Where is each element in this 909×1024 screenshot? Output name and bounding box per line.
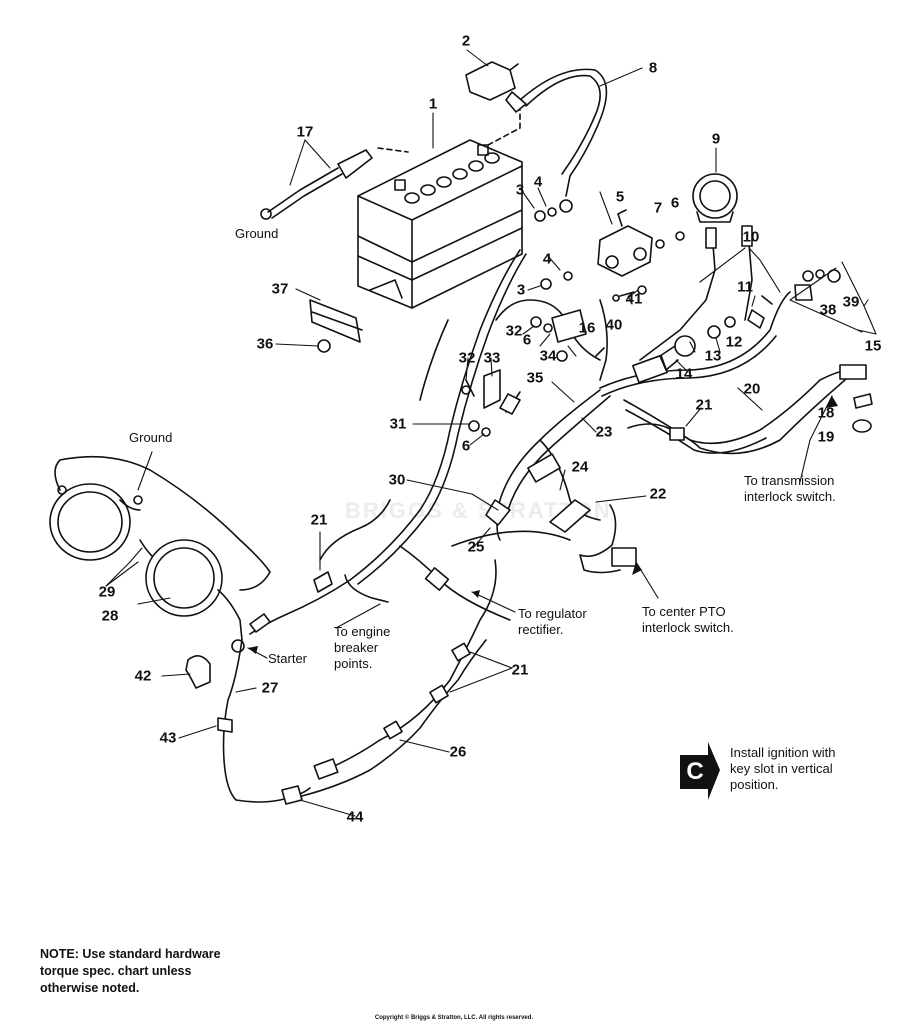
part-number-7: 7 bbox=[653, 199, 663, 217]
label-to-center-pto: To center PTO interlock switch. bbox=[642, 604, 734, 635]
part-number-43: 43 bbox=[159, 729, 177, 747]
pointer-arrowheads bbox=[248, 396, 838, 654]
hardware bbox=[309, 207, 873, 437]
main-wire-harness bbox=[249, 249, 851, 771]
part-number-17: 17 bbox=[296, 123, 314, 141]
part-number-8: 8 bbox=[648, 59, 658, 77]
part-number-42: 42 bbox=[134, 667, 152, 685]
part-number-4-b: 4 bbox=[542, 250, 552, 268]
part-number-11: 11 bbox=[737, 278, 753, 296]
part-number-39: 39 bbox=[842, 293, 860, 311]
part-number-6-c: 6 bbox=[461, 437, 471, 455]
part-number-13: 13 bbox=[704, 347, 722, 365]
copyright: Copyright © Briggs & Stratton, LLC. All … bbox=[374, 1015, 534, 1021]
callout-c-text: Install ignition with key slot in vertic… bbox=[730, 745, 836, 792]
leader-lines bbox=[105, 49, 877, 817]
part-number-20: 20 bbox=[743, 380, 761, 398]
part-number-4: 4 bbox=[533, 173, 543, 191]
part-number-3: 3 bbox=[515, 181, 525, 199]
ground-cable bbox=[260, 149, 373, 220]
part-number-14: 14 bbox=[675, 365, 693, 383]
part-number-16: 16 bbox=[578, 319, 596, 337]
label-to-regulator: To regulator rectifier. bbox=[518, 606, 587, 637]
starter-solenoid bbox=[597, 209, 653, 277]
headlights bbox=[49, 455, 271, 641]
ignition-switch bbox=[659, 295, 773, 371]
part-number-6: 6 bbox=[670, 194, 680, 212]
part-number-19: 19 bbox=[817, 428, 835, 446]
part-number-36: 36 bbox=[256, 335, 274, 353]
part-number-6-b: 6 bbox=[522, 331, 532, 349]
part-number-41: 41 bbox=[625, 290, 643, 308]
part-number-44: 44 bbox=[346, 808, 364, 826]
callout-arrow bbox=[708, 742, 720, 800]
hardware-note: NOTE: Use standard hardware torque spec.… bbox=[40, 947, 221, 995]
terminal-cover bbox=[465, 61, 519, 101]
part-number-40: 40 bbox=[605, 316, 623, 334]
part-number-34: 34 bbox=[539, 347, 557, 365]
part-number-32-a: 32 bbox=[505, 322, 523, 340]
part-number-18: 18 bbox=[817, 404, 835, 422]
part-number-30: 30 bbox=[388, 471, 406, 489]
part-number-21-a: 21 bbox=[695, 396, 713, 414]
part-number-22: 22 bbox=[649, 485, 667, 503]
label-to-transmission: To transmission interlock switch. bbox=[744, 473, 836, 504]
cable-ties bbox=[383, 427, 685, 740]
part-number-12: 12 bbox=[725, 333, 743, 351]
harness-connectors bbox=[313, 284, 867, 780]
part-number-1: 1 bbox=[428, 95, 438, 113]
elbow-boot bbox=[185, 655, 211, 689]
wire-27 bbox=[217, 639, 487, 805]
part-number-29: 29 bbox=[98, 583, 116, 601]
part-number-24: 24 bbox=[571, 458, 589, 476]
part-number-5: 5 bbox=[615, 188, 625, 206]
part-number-21-c: 21 bbox=[511, 661, 529, 679]
part-number-27: 27 bbox=[261, 679, 279, 697]
part-number-25: 25 bbox=[467, 538, 485, 556]
wire-20 bbox=[627, 379, 846, 455]
label-to-engine: To engine breaker points. bbox=[334, 624, 391, 671]
part-number-26: 26 bbox=[449, 743, 467, 761]
battery bbox=[357, 109, 523, 309]
label-starter: Starter bbox=[268, 651, 308, 666]
part-number-2: 2 bbox=[461, 32, 471, 50]
label-ground-left: Ground bbox=[129, 430, 173, 445]
part-number-23: 23 bbox=[595, 423, 613, 441]
part-number-15: 15 bbox=[864, 337, 882, 355]
part-number-37: 37 bbox=[271, 280, 289, 298]
callout-c-icon: C bbox=[680, 755, 710, 789]
battery-cable-positive bbox=[505, 68, 608, 213]
part-number-31: 31 bbox=[389, 415, 407, 433]
part-number-33: 33 bbox=[483, 349, 501, 367]
label-ground-top: Ground bbox=[235, 226, 279, 241]
part-number-38: 38 bbox=[819, 301, 837, 319]
part-number-21-b: 21 bbox=[310, 511, 328, 529]
part-number-9: 9 bbox=[711, 130, 721, 148]
part-number-35: 35 bbox=[526, 369, 544, 387]
part-number-32-b: 32 bbox=[458, 349, 476, 367]
hour-meter bbox=[692, 173, 738, 223]
part-number-3-b: 3 bbox=[516, 281, 526, 299]
part-number-10: 10 bbox=[742, 228, 760, 246]
starter-cable bbox=[231, 571, 333, 653]
part-number-28: 28 bbox=[101, 607, 119, 625]
